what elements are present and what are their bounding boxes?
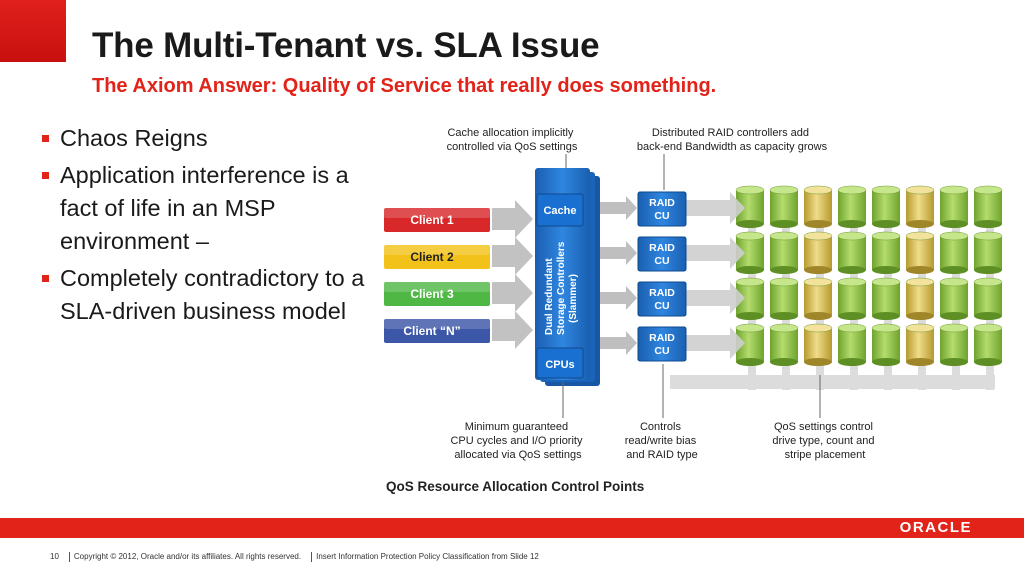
corner-accent-block <box>0 0 66 62</box>
drive-cylinder <box>769 231 799 274</box>
controller-label: Dual Redundant Storage Controllers (Slam… <box>544 239 579 335</box>
bullet-item: Application interference is a fact of li… <box>40 159 370 258</box>
svg-text:RAID: RAID <box>649 332 675 344</box>
top-right-caption: Distributed RAID controllers add back-en… <box>637 127 828 153</box>
svg-text:RAID: RAID <box>649 242 675 254</box>
page-subtitle: The Axiom Answer: Quality of Service tha… <box>92 75 717 97</box>
drive-cylinder <box>939 231 969 274</box>
drive-cylinder <box>939 277 969 320</box>
client-bar: Client 2 <box>384 237 533 275</box>
raid-caption: Controls read/write bias and RAID type <box>625 421 700 461</box>
bullet-list: Chaos Reigns Application interference is… <box>40 122 370 332</box>
svg-text:CU: CU <box>654 255 669 267</box>
top-left-caption: Cache allocation implicitly controlled v… <box>447 127 578 153</box>
drive-cylinder <box>769 323 799 366</box>
client-bar: Client 1 <box>384 200 533 238</box>
cpu-caption: Minimum guaranteed CPU cycles and I/O pr… <box>450 421 585 461</box>
drive-cylinder <box>973 231 1003 274</box>
svg-text:CU: CU <box>654 300 669 312</box>
drive-cylinder <box>973 323 1003 366</box>
drive-cylinder <box>871 185 901 228</box>
client-bar: Client 3 <box>384 274 533 312</box>
drive-cylinder <box>905 185 935 228</box>
controller-to-raid-arrows <box>600 196 637 355</box>
footer-divider <box>311 552 313 562</box>
bullet-item: Completely contradictory to a SLA-driven… <box>40 262 370 328</box>
oracle-logo: ORACLE <box>899 519 972 536</box>
drive-cylinder <box>803 277 833 320</box>
drive-cylinder <box>803 231 833 274</box>
bullet-item: Chaos Reigns <box>40 122 370 155</box>
drive-cylinder <box>939 323 969 366</box>
svg-text:CU: CU <box>654 210 669 222</box>
drive-cylinder <box>905 277 935 320</box>
client-bar: Client “N” <box>384 311 533 349</box>
storage-controller-stack: Cache CPUs Dual Redundant Storage Contro… <box>535 168 600 386</box>
drive-cylinder <box>769 185 799 228</box>
drive-cylinder <box>871 231 901 274</box>
drive-cylinder <box>905 323 935 366</box>
drive-cylinder <box>871 277 901 320</box>
svg-text:CU: CU <box>654 345 669 357</box>
drive-cylinder <box>973 277 1003 320</box>
drive-cylinder <box>973 185 1003 228</box>
client-bars: Client 1 Client 2 Client 3 Client “N” <box>384 200 533 349</box>
footer-divider <box>68 552 70 562</box>
client-label: Client “N” <box>403 324 460 338</box>
client-label: Client 3 <box>410 287 454 301</box>
page-number: 10 <box>50 552 59 562</box>
figure-title: QoS Resource Allocation Control Points <box>386 479 644 494</box>
bullet-square-icon <box>42 135 49 142</box>
footer-bar <box>0 518 1024 538</box>
drive-caption: QoS settings control drive type, count a… <box>772 421 877 461</box>
page-title: The Multi-Tenant vs. SLA Issue <box>92 26 600 65</box>
drive-cylinder <box>837 231 867 274</box>
cache-label: Cache <box>543 205 576 217</box>
drive-cylinder <box>905 231 935 274</box>
svg-text:RAID: RAID <box>649 197 675 209</box>
drive-cylinder <box>837 185 867 228</box>
footer: 10 Copyright © 2012, Oracle and/or its af… <box>50 552 543 562</box>
drive-cylinder <box>939 185 969 228</box>
bullet-square-icon <box>42 172 49 179</box>
drive-cylinder <box>735 277 765 320</box>
client-label: Client 2 <box>410 250 454 264</box>
drive-cylinder <box>803 323 833 366</box>
drive-cylinder <box>769 277 799 320</box>
drive-cylinder <box>837 323 867 366</box>
cpus-label: CPUs <box>545 359 574 371</box>
policy-text: Insert Information Protection Policy Cla… <box>316 552 539 562</box>
svg-text:RAID: RAID <box>649 287 675 299</box>
qos-diagram: Cache allocation implicitly controlled v… <box>384 127 1003 494</box>
drive-cylinder <box>803 185 833 228</box>
drive-array <box>670 185 1003 390</box>
drive-cylinder <box>837 277 867 320</box>
client-label: Client 1 <box>410 213 454 227</box>
bullet-square-icon <box>42 275 49 282</box>
drive-cylinder <box>871 323 901 366</box>
copyright-text: Copyright © 2012, Oracle and/or its affi… <box>73 552 302 562</box>
raid-to-drive-arrows <box>685 192 745 359</box>
